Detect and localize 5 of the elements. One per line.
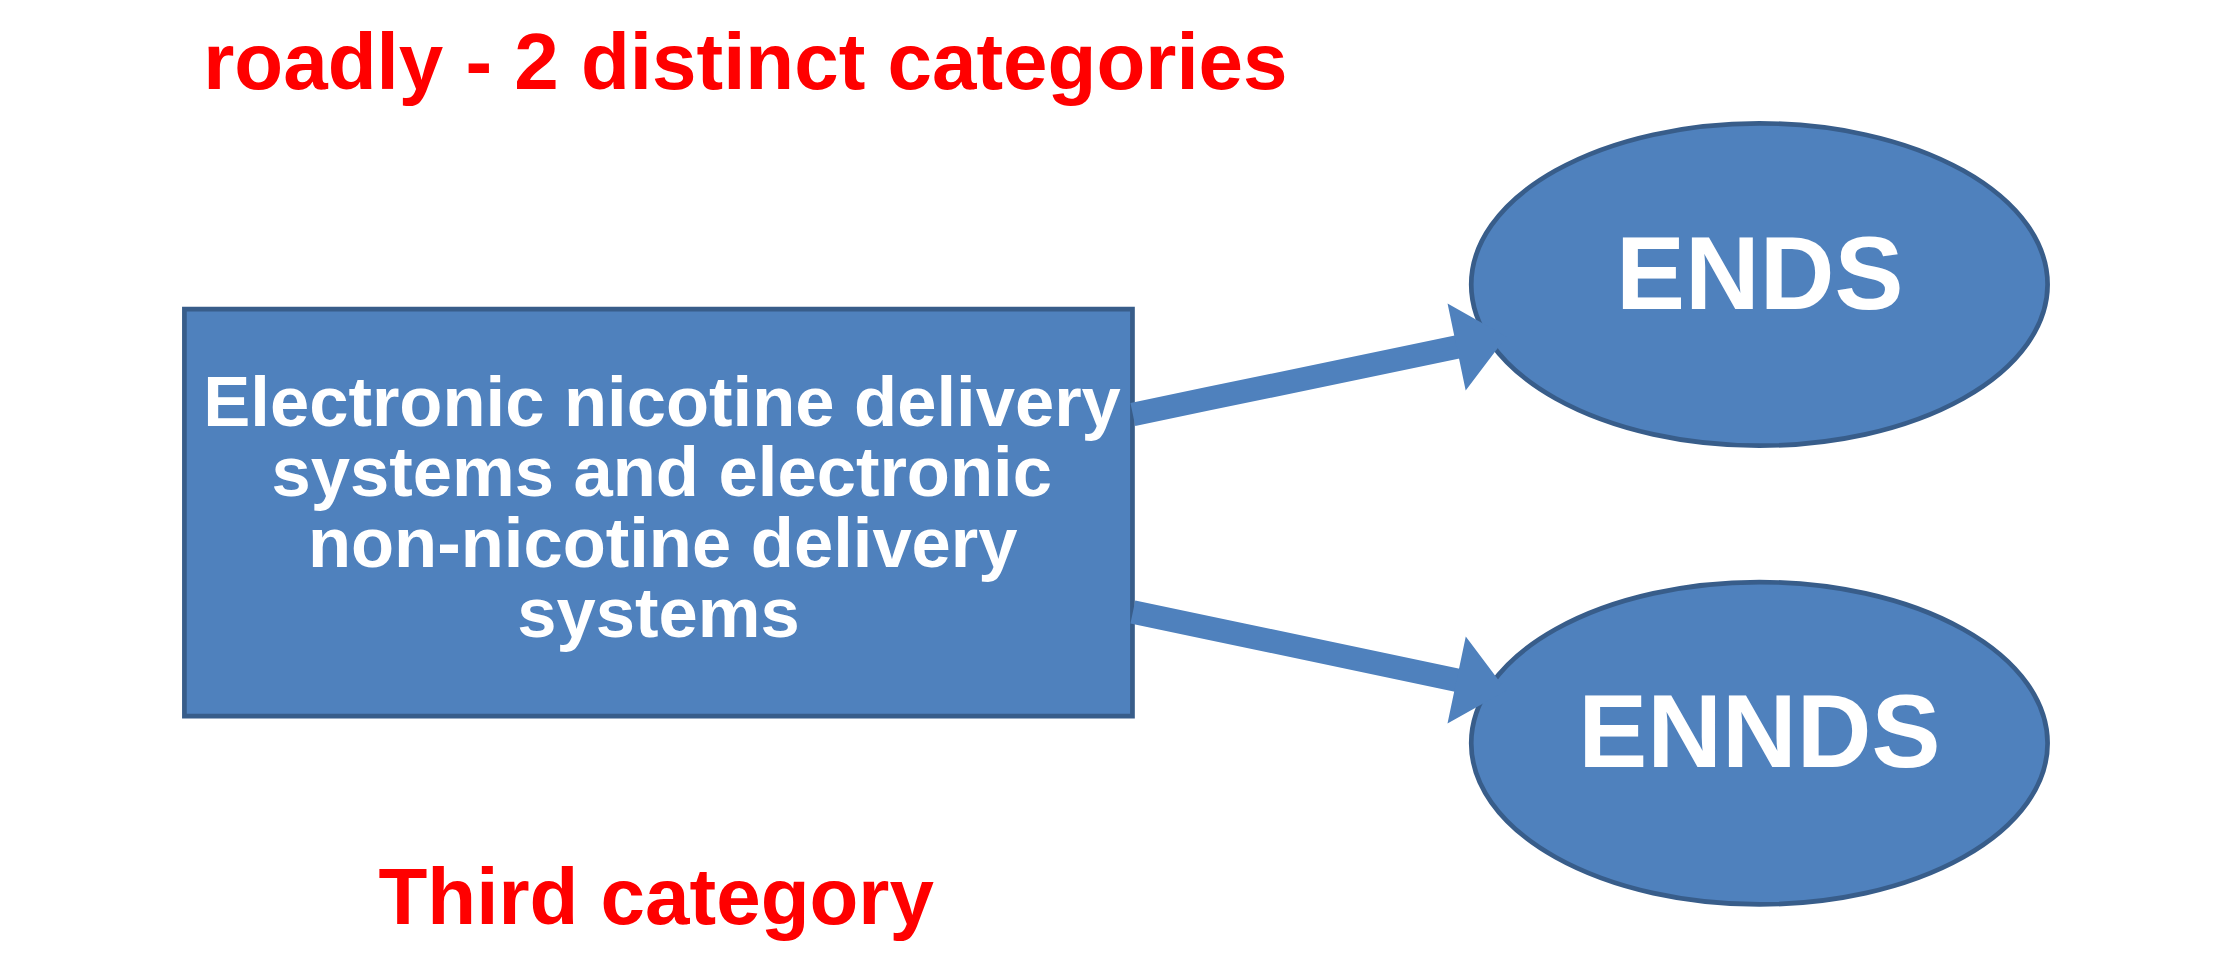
label: Third category	[378, 851, 934, 941]
diagram-title: roadly - 2 distinct categories	[203, 16, 1288, 106]
node-ellipse: ENDS	[1468, 121, 2050, 448]
node-ellipse: ENNDS	[1468, 579, 2050, 907]
node-box: Electronic nicotine delivery systems and electronic non-nicotine delivery systems	[182, 306, 1135, 719]
